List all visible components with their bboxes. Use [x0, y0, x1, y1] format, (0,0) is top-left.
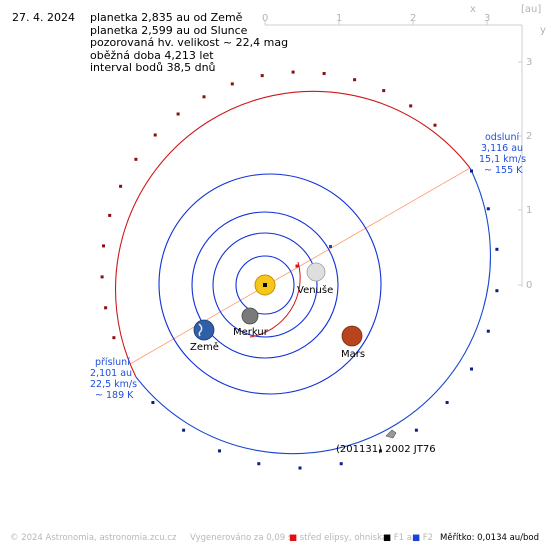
venus-orbit	[212, 232, 318, 338]
orbit-point-north	[353, 78, 357, 82]
orbit-point-south	[218, 449, 221, 453]
orbit-point-north	[102, 244, 105, 248]
orbit-point-north	[409, 104, 413, 108]
orbit-point-south	[151, 401, 155, 404]
info-line-4: oběžná doba 4,213 let	[90, 48, 214, 62]
orbit-point-south	[495, 289, 499, 293]
earth-icon	[193, 319, 215, 341]
info-line-3: pozorovaná hv. velikost ~ 22,4 mag	[90, 36, 289, 49]
right-scale: 3 2 1 0 y	[518, 25, 546, 291]
asteroid-orbit-north	[115, 90, 471, 378]
asteroid-label: (201131) 2002 JT76	[336, 444, 436, 455]
orbit-point-north	[322, 72, 326, 75]
date-label: 27. 4. 2024	[12, 11, 75, 24]
orbit-point-south	[445, 401, 449, 404]
venus-icon	[306, 262, 326, 282]
orbit-point-north	[382, 89, 386, 93]
legend-f2: ■ F2	[412, 533, 433, 543]
orbit-point-south	[257, 462, 261, 466]
orbit-point-north	[260, 74, 264, 78]
right-tick-2: 2	[526, 131, 532, 142]
scale-label: Měřítko: 0,0134 au/bod	[440, 533, 540, 543]
sun-focus-marker	[263, 283, 267, 287]
orbit-point-north	[176, 112, 180, 116]
earth-orbit	[191, 211, 339, 359]
unit-label: [au]	[521, 4, 541, 15]
top-tick-1: 1	[336, 13, 342, 24]
legend-center-marker: ■	[289, 533, 298, 543]
focus-marker	[329, 245, 332, 248]
aphelion-title: odsluní	[485, 132, 519, 143]
legend-f2-label: F2	[422, 533, 434, 543]
mars-orbit	[158, 173, 382, 395]
orbit-point-south	[486, 207, 490, 211]
orbit-point-north	[104, 306, 108, 310]
right-tick-0: 0	[526, 280, 532, 291]
orbit-point-north	[291, 70, 295, 74]
asteroid-icon	[385, 429, 397, 439]
orbit-point-north	[100, 275, 104, 279]
generated-time: Vygenerováno za 0,09 s	[190, 533, 293, 543]
legend-f2-marker: ■	[412, 533, 421, 543]
mercury-icon	[241, 307, 259, 325]
orbit-point-north	[153, 133, 157, 137]
orbit-point-south	[379, 449, 382, 453]
earth-clouds	[198, 323, 203, 337]
ellipse-center-marker	[295, 264, 299, 268]
legend-f1-label: F1 a	[393, 533, 412, 543]
mercury-orbit	[235, 255, 295, 315]
top-tick-3: 3	[484, 13, 490, 24]
aphelion-temperature: ~ 155 K	[484, 165, 523, 176]
legend-f1: ■ F1 a	[383, 533, 412, 543]
legend-center: ■ střed elipsy, ohniska	[289, 533, 387, 543]
top-tick-2: 2	[410, 13, 416, 24]
orbit-point-south	[182, 428, 186, 432]
venus-label: Venuše	[297, 284, 333, 296]
orbit-point-markers	[100, 70, 499, 470]
orbit-point-north	[112, 336, 116, 340]
perihelion-title: přísluní	[95, 357, 130, 368]
aphelion-speed: 15,1 km/s	[479, 154, 526, 165]
asteroid-orbit-south	[135, 167, 491, 455]
info-line-1: planetka 2,835 au od Země	[90, 11, 243, 24]
right-tick-1: 1	[526, 205, 532, 216]
apsidal-line	[129, 167, 471, 365]
right-tick-3: 3	[526, 57, 532, 68]
orbit-point-south	[339, 462, 343, 466]
info-line-5: interval bodů 38,5 dnů	[90, 61, 216, 74]
perihelion-distance: 2,101 au	[90, 368, 132, 379]
orbit-point-south	[470, 367, 473, 371]
aphelion-distance: 3,116 au	[481, 143, 523, 154]
orbit-point-north	[202, 95, 206, 99]
mars-icon	[341, 325, 363, 347]
perihelion-speed: 22,5 km/s	[90, 379, 137, 390]
top-scale: 0 1 2 3 x [au]	[262, 4, 541, 26]
orbit-point-north	[230, 82, 234, 86]
orbit-point-south	[414, 428, 418, 432]
copyright-link[interactable]: © 2024 Astronomia, astronomia.zcu.cz	[10, 533, 177, 543]
top-axis-letter: x	[470, 4, 476, 15]
top-tick-0: 0	[262, 13, 268, 24]
mars-label: Mars	[341, 349, 365, 360]
orbit-point-north	[119, 184, 123, 188]
orbit-point-south	[486, 329, 490, 333]
orbit-point-north	[433, 123, 437, 127]
legend-center-label: střed elipsy, ohniska	[299, 533, 388, 543]
earth-label: Země	[190, 341, 219, 353]
right-axis-letter: y	[540, 25, 546, 36]
orbit-point-south	[495, 247, 499, 251]
perihelion-temperature: ~ 189 K	[95, 390, 134, 401]
inner-red-arc	[249, 261, 301, 338]
orbit-point-south	[470, 169, 473, 173]
mercury-label: Merkur	[233, 327, 269, 338]
info-line-2: planetka 2,599 au od Slunce	[90, 23, 248, 37]
orbit-point-north	[134, 157, 138, 161]
legend-f1-marker: ■	[383, 533, 392, 543]
orbit-point-north	[108, 213, 112, 217]
orbit-point-south	[298, 466, 302, 470]
